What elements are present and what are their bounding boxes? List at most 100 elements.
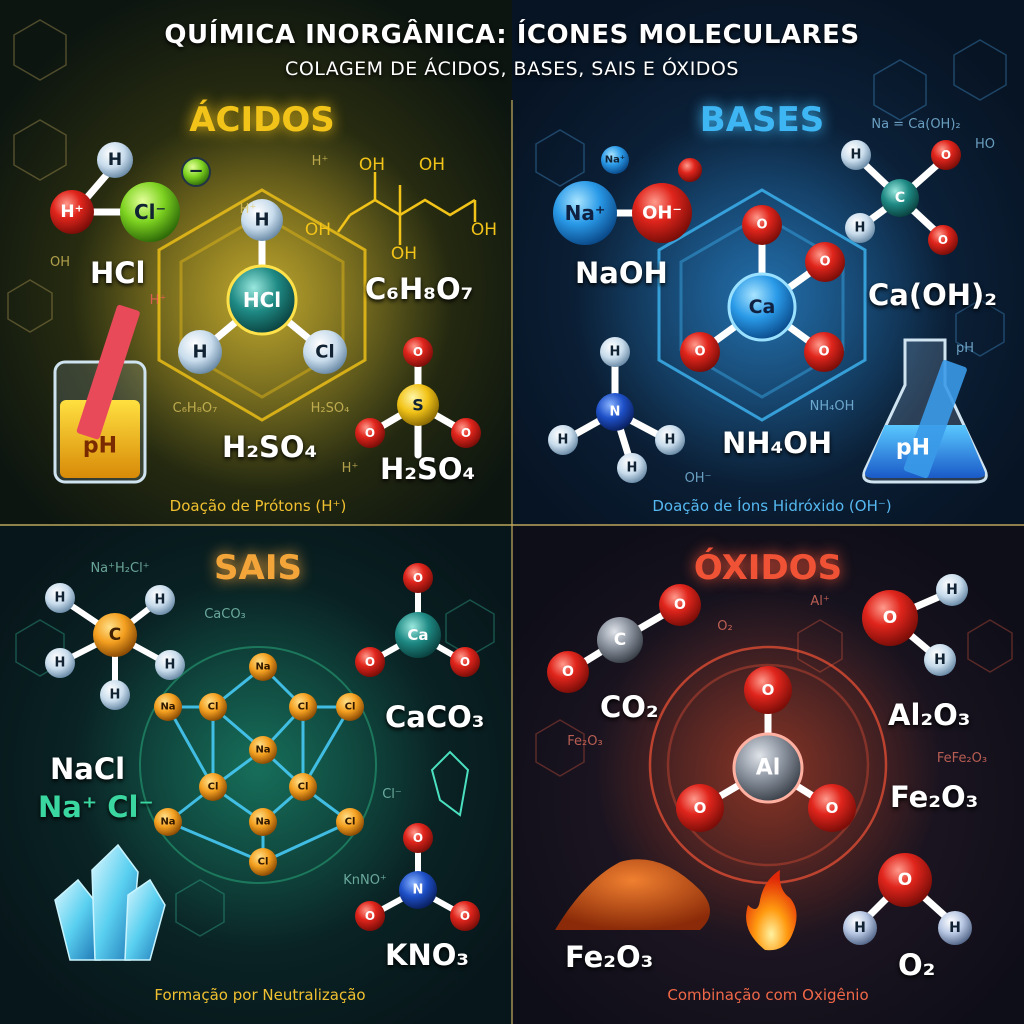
oxide-caption: Combinação com Oxigênio <box>667 986 869 1004</box>
formula-hcl: HCl <box>90 256 146 290</box>
salt-orbit <box>139 646 377 884</box>
atom-c-label: C <box>109 625 121 645</box>
atom-h <box>845 213 875 243</box>
formula-co2: CO₂ <box>600 690 659 724</box>
formula-fe2o3: Fe₂O₃ <box>890 780 979 814</box>
formula-nh4oh: NH₄OH <box>722 426 833 460</box>
atom-h-label: H <box>192 342 207 363</box>
bg-ph: pH <box>956 341 974 356</box>
atom-h-label: H <box>558 433 569 448</box>
atom-o <box>804 332 844 372</box>
atom-cl <box>199 693 227 721</box>
atom-h-label: H <box>854 920 866 936</box>
bg-caco3: CaCO₃ <box>204 607 246 622</box>
formula-fe2o3-rust: Fe₂O₃ <box>565 940 654 974</box>
lattice-cl-label: Cl <box>258 857 269 868</box>
atom-h-label: H <box>665 433 676 448</box>
atom-o <box>680 332 720 372</box>
charge-dot <box>678 158 702 182</box>
atom-al-center <box>732 732 804 804</box>
atom-h-label: H <box>934 652 946 668</box>
formula-caco3: CaCO₃ <box>385 700 485 734</box>
atom-c <box>93 613 137 657</box>
atom-cl-label: Cl <box>315 342 334 363</box>
lattice-cl-label: Cl <box>345 702 356 713</box>
naplus-small-label: Na⁺ <box>605 155 625 166</box>
lattice-cl-label: Cl <box>298 702 309 713</box>
atom-o <box>355 418 385 448</box>
atom-o <box>808 784 856 832</box>
atom-h <box>841 140 871 170</box>
bg-h2so4: H₂SO₄ <box>311 401 350 416</box>
atom-h-label: H <box>108 150 122 170</box>
bg-alplus: Al⁺ <box>810 594 829 609</box>
atom-n-label: N <box>413 883 424 898</box>
atom-o <box>862 590 918 646</box>
atom-h <box>600 337 630 367</box>
atom-o <box>547 651 589 693</box>
atom-cl <box>336 808 364 836</box>
atom-o <box>355 647 385 677</box>
bg-oh: OH <box>50 255 70 270</box>
ph-label: pH <box>896 436 930 461</box>
atom-na <box>249 736 277 764</box>
bg-hplus: H⁺ <box>240 202 257 217</box>
formula-naoh: NaOH <box>575 256 668 290</box>
atom-na <box>154 693 182 721</box>
atom-h <box>45 648 75 678</box>
atom-cl <box>289 773 317 801</box>
atom-oh-label: OH⁻ <box>642 203 682 224</box>
atom-h <box>548 425 578 455</box>
bg-ohminus: OH⁻ <box>685 471 712 486</box>
atom-o-label: O <box>413 345 423 359</box>
salt-bg-text: Na⁺H₂Cl⁺ CaCO₃ Cl⁻ KnNO⁺ <box>90 561 401 888</box>
formula-al2o3: Al₂O₃ <box>888 698 971 732</box>
oh-label: OH <box>419 155 445 175</box>
acid-hexagon-frame <box>157 188 367 422</box>
atom-o-label: O <box>460 909 470 923</box>
acid-ph-beaker <box>53 304 147 484</box>
acid-caption: Doação de Prótons (H⁺) <box>169 497 347 515</box>
atom-o-label: O <box>461 426 471 440</box>
lattice-na-label: Na <box>255 745 270 756</box>
atom-h <box>938 911 972 945</box>
bg-hplus: H⁺ <box>342 461 359 476</box>
lattice-cl-label: Cl <box>208 782 219 793</box>
atom-ca-center <box>727 272 797 342</box>
formula-ions: Na⁺ Cl⁻ <box>38 790 154 824</box>
atom-hplus-label: H⁺ <box>60 202 83 222</box>
lattice-na-label: Na <box>160 817 175 828</box>
atom-o <box>403 823 433 853</box>
atom-h-label: H <box>55 591 66 606</box>
base-title: BASES <box>699 100 825 140</box>
atom-hcl-center <box>226 264 298 336</box>
atom-h <box>178 330 222 374</box>
acid-bg-text: H⁺ H⁺ H⁺ H₂SO₄ C₆H₈O₇ OH H⁺ <box>50 154 358 476</box>
atom-o-label: O <box>756 218 767 233</box>
atom-h <box>155 650 185 680</box>
atom-o <box>931 140 961 170</box>
rust-pile <box>555 859 710 930</box>
lattice-cl-label: Cl <box>345 817 356 828</box>
acid-title: ÁCIDOS <box>189 100 335 140</box>
atom-h-label: H <box>949 920 961 936</box>
oxide-atom-labels: C O O O Al O O O H H O H H <box>562 582 961 936</box>
atom-oh-minus <box>632 183 692 243</box>
atom-h-label: H <box>627 461 638 476</box>
ph-label: pH <box>83 434 117 459</box>
atom-ca-label: Ca <box>407 626 428 644</box>
atom-h-label: H <box>55 656 66 671</box>
oh-label: OH <box>471 220 497 240</box>
bg-c6h8o7: C₆H₈O₇ <box>173 401 218 416</box>
bg-naca: Na = Ca(OH)₂ <box>871 117 960 132</box>
bg-hplus: H⁺ <box>150 293 167 308</box>
salt-atom-labels: C H H H H H O Ca O O O N O O Na Na Cl Cl… <box>55 571 471 923</box>
atom-s-label: S <box>412 396 424 415</box>
bg-fe2o3: Fe₂O₃ <box>567 734 602 749</box>
atom-o <box>878 853 932 907</box>
small-crystal-outline <box>430 750 470 817</box>
oxide-title: ÓXIDOS <box>693 548 843 588</box>
atom-o <box>355 901 385 931</box>
atom-hcl-label: HCl <box>243 288 281 312</box>
formula-kno3: KNO₃ <box>385 938 470 972</box>
